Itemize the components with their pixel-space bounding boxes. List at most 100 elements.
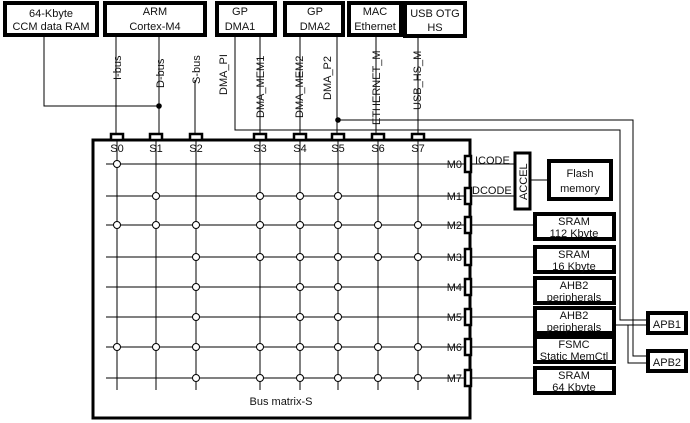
master-gp-dma1: GP DMA1 xyxy=(215,1,277,37)
bus-labels: I-bus D-bus S-bus DMA_PI DMA_MEM1 DMA_ME… xyxy=(112,50,424,125)
connection-node xyxy=(414,221,422,229)
master-port xyxy=(463,186,473,206)
connection-node xyxy=(374,253,382,261)
master-port xyxy=(463,307,473,327)
bus-label: USB_HS_M xyxy=(412,51,424,110)
connection-node xyxy=(414,253,422,261)
slave-port xyxy=(330,132,346,142)
label: 112 Kbyte xyxy=(550,228,599,240)
bus-label: DMA_P2 xyxy=(322,56,334,100)
bus-label: ETHERNET_M xyxy=(371,50,383,125)
dma-p2-branch xyxy=(337,119,647,357)
label: SRAM xyxy=(558,249,590,261)
label: GP xyxy=(232,6,248,18)
label: peripherals xyxy=(547,322,602,334)
label: DMA2 xyxy=(300,21,331,33)
label: memory xyxy=(560,183,600,195)
connection-node xyxy=(256,253,264,261)
connection-node xyxy=(334,221,342,229)
master-port xyxy=(463,368,473,388)
label: 64-Kbyte xyxy=(29,8,73,20)
connection-node xyxy=(296,374,304,382)
slave-port xyxy=(109,132,125,142)
slave-port xyxy=(370,132,386,142)
label: APB1 xyxy=(653,319,681,331)
label: HS xyxy=(427,22,442,34)
slave-port-label: S2 xyxy=(189,143,202,155)
connection-node xyxy=(192,313,200,321)
label: SRAM xyxy=(558,370,590,382)
dcode-label: DCODE xyxy=(472,185,512,197)
connection-node xyxy=(334,313,342,321)
bus-matrix xyxy=(91,138,472,420)
master-port-label: M4 xyxy=(447,282,462,294)
connection-node xyxy=(113,160,121,168)
bus-label: DMA_PI xyxy=(218,54,230,95)
label: MAC xyxy=(363,6,388,18)
connection-node xyxy=(334,374,342,382)
bus-label: D-bus xyxy=(155,58,167,88)
dma-pi-wire xyxy=(234,37,647,321)
connection-node xyxy=(296,283,304,291)
master-port xyxy=(463,277,473,297)
connection-node xyxy=(256,221,264,229)
slave-port xyxy=(292,132,308,142)
connection-node xyxy=(296,313,304,321)
icode-label: ICODE xyxy=(475,155,510,167)
connection-node xyxy=(414,374,422,382)
master-port xyxy=(463,215,473,235)
connection-node xyxy=(256,374,264,382)
code-bus-labels: ICODE DCODE xyxy=(472,155,512,197)
connection-node xyxy=(152,192,160,200)
connection-node xyxy=(374,343,382,351)
connection-node xyxy=(192,374,200,382)
label: SRAM xyxy=(558,216,590,228)
ahb-apb2-wire xyxy=(627,325,647,364)
master-mac-ethernet: MAC Ethernet xyxy=(347,1,403,37)
label: peripherals xyxy=(547,292,602,304)
master-bus-wires xyxy=(43,37,647,357)
label: FSMC xyxy=(558,339,589,351)
connection-node xyxy=(152,343,160,351)
slave-port-label: S7 xyxy=(411,143,424,155)
bus-label: I-bus xyxy=(112,55,124,80)
label: Flash xyxy=(567,168,594,180)
label: AHB2 xyxy=(560,310,589,322)
label: USB OTG xyxy=(410,8,460,20)
flash-memory-block: Flash memory xyxy=(547,159,613,201)
bus-label: S-bus xyxy=(191,55,203,84)
label: APB2 xyxy=(653,357,681,369)
connection-node xyxy=(374,221,382,229)
matrix-label: Bus matrix-S xyxy=(250,396,313,408)
connection-node xyxy=(334,343,342,351)
master-port-label: M5 xyxy=(447,312,462,324)
master-usb-otg-hs: USB OTG HS xyxy=(403,1,467,38)
label: Static MemCtl xyxy=(540,351,608,363)
connection-node xyxy=(152,221,160,229)
connection-node xyxy=(334,283,342,291)
bus-label: DMA_MEM2 xyxy=(294,56,306,118)
connection-node xyxy=(113,221,121,229)
junction-dot xyxy=(335,117,341,123)
bus-label: DMA_MEM1 xyxy=(255,56,267,118)
master-port-label: M6 xyxy=(447,342,462,354)
connection-node xyxy=(296,253,304,261)
slave-port-label: S0 xyxy=(110,143,123,155)
ccm-wire xyxy=(43,37,159,107)
slave-port xyxy=(410,132,426,142)
label: ARM xyxy=(143,6,167,18)
master-port-label: M0 xyxy=(447,159,462,171)
accel-label: ACCEL xyxy=(518,163,530,200)
label: CCM data RAM xyxy=(12,21,89,33)
connection-node xyxy=(256,192,264,200)
label: Ethernet xyxy=(354,21,396,33)
master-port-label: M2 xyxy=(447,220,462,232)
master-port-label: M7 xyxy=(447,373,462,385)
label: GP xyxy=(307,6,323,18)
